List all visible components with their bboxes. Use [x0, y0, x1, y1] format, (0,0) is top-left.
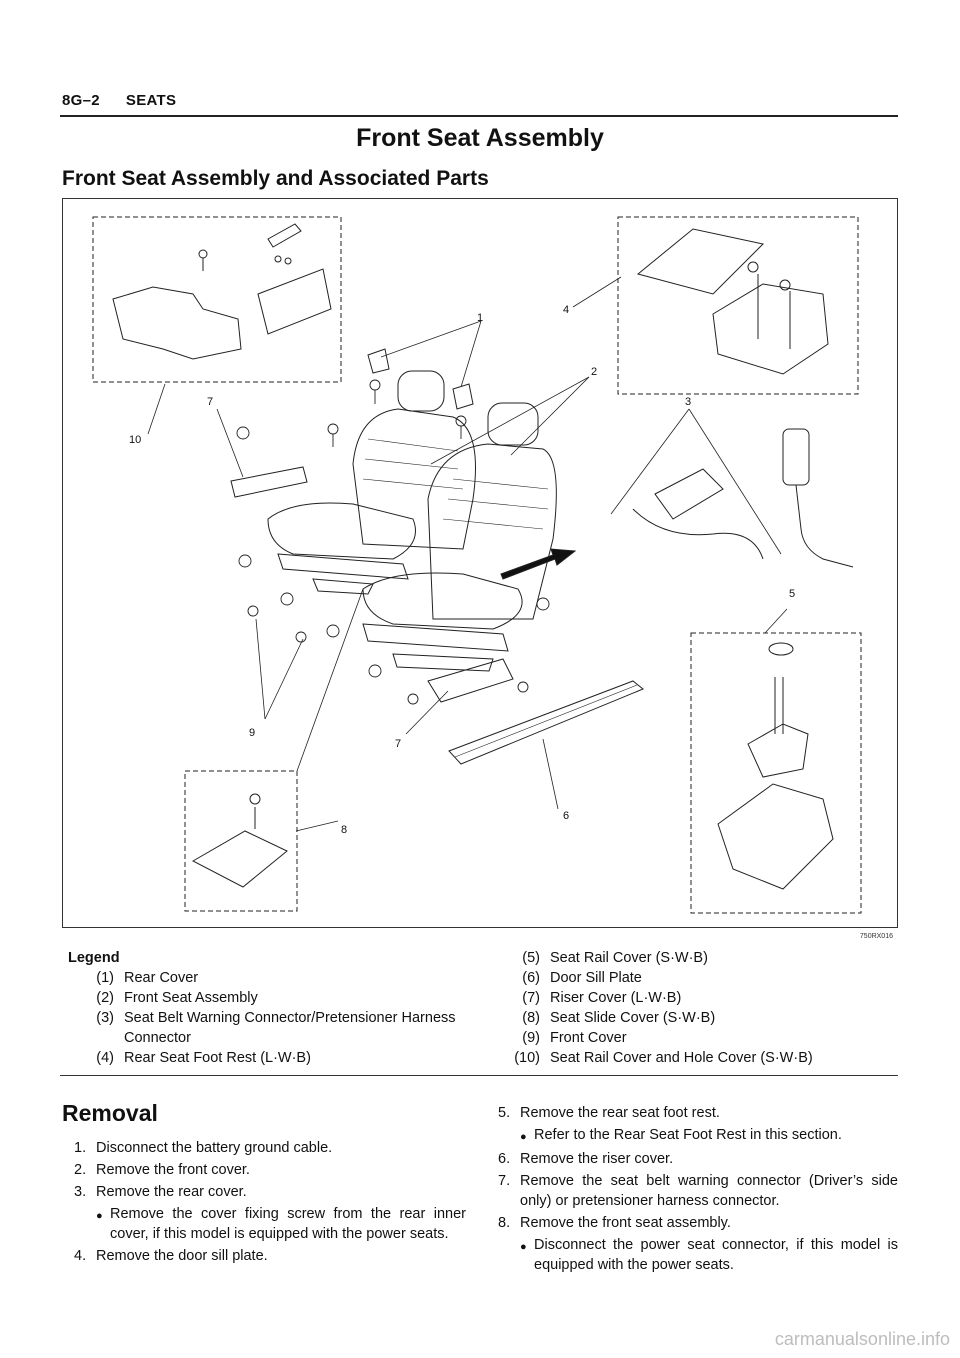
- foot-rest-mat: [636, 228, 765, 295]
- hole-cover-part: [747, 723, 809, 778]
- removal-step: 5.Remove the rear seat foot rest.: [498, 1105, 720, 1121]
- seat-belt-buckle: [782, 428, 810, 486]
- callout-7-lower: 7: [395, 738, 401, 750]
- removal-steps-left: 1.Disconnect the battery ground cable. 2…: [74, 1138, 466, 1268]
- detail-box-rail-cover: [690, 632, 862, 914]
- removal-steps-right: 5.Remove the rear seat foot rest. ●Refer…: [498, 1103, 898, 1277]
- rear-cover-clip-right: [452, 383, 474, 410]
- page-subtitle: Front Seat Assembly and Associated Parts: [62, 167, 489, 190]
- removal-step: 8.Remove the front seat assembly.: [498, 1215, 731, 1231]
- callout-2: 2: [591, 366, 597, 378]
- watermark[interactable]: carmanualsonline.info: [774, 1329, 950, 1349]
- callout-9: 9: [249, 727, 255, 739]
- foot-rest-base: [712, 283, 829, 375]
- rear-cover-clip-left: [367, 348, 390, 374]
- seat-belt-buckle-lower: [654, 468, 724, 520]
- callout-6: 6: [563, 810, 569, 822]
- callout-5: 5: [789, 588, 795, 600]
- legend-item: (6)Door Sill Plate: [522, 970, 642, 986]
- detail-box-foot-rest: [617, 216, 859, 395]
- removal-step: 1.Disconnect the battery ground cable.: [74, 1140, 333, 1156]
- bullet-icon: ●: [520, 1131, 527, 1143]
- bullet-icon: ●: [520, 1241, 527, 1253]
- removal-step: 7.Remove the seat belt warning connector…: [498, 1173, 898, 1209]
- slide-cover: [191, 830, 288, 888]
- callout-10: 10: [129, 434, 141, 446]
- hole-cover-plate: [257, 268, 332, 335]
- removal-substep: ●Remove the cover fixing screw from the …: [96, 1206, 466, 1242]
- seat-belt-harness: [632, 508, 764, 560]
- riser-cover-lower: [427, 658, 514, 703]
- detail-box-rear-cover: [92, 216, 342, 383]
- legend-item: (2)Front Seat Assembly: [96, 990, 258, 1006]
- page-title: Front Seat Assembly: [356, 124, 604, 152]
- legend-item: (1)Rear Cover: [96, 970, 199, 986]
- figure-code: 750RX016: [859, 933, 893, 940]
- callout-1: 1: [477, 312, 483, 324]
- rail-cover-bracket: [112, 286, 242, 360]
- header-rule: [60, 115, 898, 117]
- callout-8: 8: [341, 824, 347, 836]
- removal-substep: ●Disconnect the power seat connector, if…: [520, 1237, 898, 1273]
- clip-part: [267, 223, 302, 248]
- page-id: 8G–2: [62, 92, 100, 109]
- seat-back-left: [352, 408, 476, 550]
- detail-box-slide-cover: [184, 770, 298, 912]
- exploded-diagram: 1 2 3 4 5 6 7 7 8 9 10 750RX016: [62, 198, 898, 940]
- rail-cover-part: [717, 783, 834, 890]
- diagram-drawing: 1 2 3 4 5 6 7 7 8 9 10: [92, 216, 862, 914]
- removal-heading: Removal: [62, 1100, 158, 1126]
- callout-4: 4: [563, 304, 569, 316]
- legend-right: (5)Seat Rail Cover (S·W·B) (6)Door Sill …: [500, 948, 900, 1068]
- callout-3: 3: [685, 396, 691, 408]
- legend-item: (8)Seat Slide Cover (S·W·B): [522, 1010, 716, 1026]
- removal-substep: ●Refer to the Rear Seat Foot Rest in thi…: [520, 1125, 898, 1147]
- removal-step: 6.Remove the riser cover.: [498, 1151, 674, 1167]
- legend-item: (7)Riser Cover (L·W·B): [522, 990, 682, 1006]
- riser-cover-upper: [230, 466, 308, 498]
- callout-7-upper: 7: [207, 396, 213, 408]
- removal-step: 2.Remove the front cover.: [74, 1162, 250, 1178]
- headrest-right: [487, 402, 539, 446]
- removal-step: 3.Remove the rear cover.: [74, 1184, 247, 1200]
- legend-item: (10)Seat Rail Cover and Hole Cover (S·W·…: [514, 1050, 813, 1066]
- removal-step: 4.Remove the door sill plate.: [74, 1248, 268, 1264]
- door-sill-plate: [448, 680, 644, 765]
- bullet-icon: ●: [96, 1210, 103, 1222]
- legend-item: (3)Seat Belt Warning Connector/Pretensio…: [96, 1010, 456, 1046]
- seat-back-right: [427, 443, 557, 620]
- page-header: 8G–2 SEATS: [62, 92, 176, 109]
- legend-left: Legend (1)Rear Cover (2)Front Seat Assem…: [68, 948, 488, 1068]
- legend-item: (5)Seat Rail Cover (S·W·B): [522, 950, 708, 966]
- headrest-left: [397, 370, 445, 412]
- section-name: SEATS: [125, 92, 177, 109]
- section-rule: [60, 1075, 898, 1076]
- seat-cushion-right: [362, 572, 523, 630]
- seat-rail-left: [277, 553, 409, 580]
- legend-item: (4)Rear Seat Foot Rest (L·W·B): [96, 1050, 311, 1066]
- front-direction-arrow: [500, 548, 577, 580]
- legend-title: Legend: [68, 950, 120, 966]
- legend-item: (9)Front Cover: [522, 1030, 627, 1046]
- seat-cushion-left: [267, 502, 416, 560]
- seat-rail-right: [362, 623, 509, 652]
